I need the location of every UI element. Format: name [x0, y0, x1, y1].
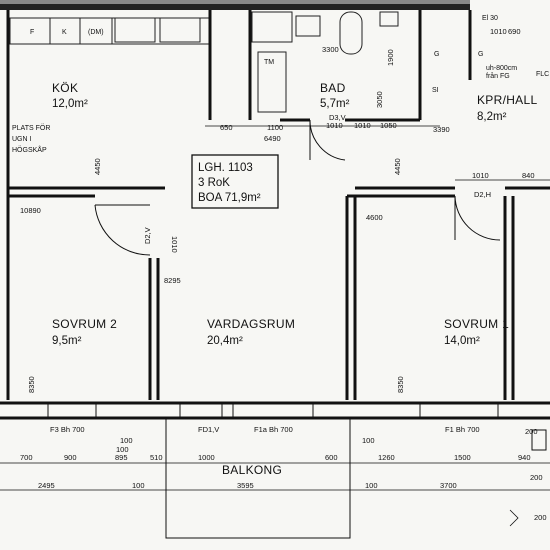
kitchen-cabinets: [9, 17, 211, 45]
sovrum1-name: SOVRUM 1: [444, 317, 509, 331]
dim-8295: 8295: [164, 276, 181, 285]
door-d2v: D2,V: [143, 227, 152, 244]
bad-area: 5,7m²: [320, 98, 350, 110]
dim-3050: 3050: [375, 91, 384, 108]
door-d2h: D2,H: [474, 190, 491, 199]
kok-area: 12,0m²: [52, 98, 88, 110]
bathroom-fixtures: [251, 11, 399, 113]
vardagsrum-area: 20,4m²: [207, 335, 243, 347]
dim-b-100-a: 100: [132, 481, 145, 490]
dim-650: 650: [220, 123, 233, 132]
door-d3v: D3,V: [329, 113, 346, 122]
window-fd1v: FD1,V: [198, 425, 219, 434]
dim-b-3700: 3700: [440, 481, 457, 490]
dim-b-1000: 1000: [198, 453, 215, 462]
g-label-2: G: [478, 51, 483, 58]
dim-840: 840: [522, 171, 535, 180]
height-8350-b: 8350: [396, 376, 405, 393]
kitchen-note-1: PLATS FÖR: [12, 124, 50, 132]
exterior-wall-top: [0, 0, 470, 10]
kpr-hall-name: KPR/HALL: [477, 93, 537, 107]
dim-4450-a: 4450: [93, 158, 102, 175]
dim-small-200-a: 200: [525, 427, 538, 436]
dim-b-1260: 1260: [378, 453, 395, 462]
dim-6490: 6490: [264, 134, 281, 143]
dim-small-100-c: 100: [362, 436, 375, 445]
dim-b-900: 900: [64, 453, 77, 462]
dim-b-100-b: 100: [365, 481, 378, 490]
sovrum1-area: 14,0m²: [444, 335, 480, 347]
fran-label: från FG: [486, 72, 510, 80]
dim-b-600: 600: [325, 453, 338, 462]
dim-3390: 3390: [433, 125, 450, 134]
door-swings: [94, 119, 501, 256]
flc-label: FLC: [536, 71, 549, 78]
dim-b-700: 700: [20, 453, 33, 462]
dim-690: 690: [508, 27, 521, 36]
dim-small-200-b: 200: [530, 473, 543, 482]
dim-1010-e: 1010: [170, 236, 179, 253]
living-area: BOA 71,9m²: [198, 192, 261, 204]
fridge-label: F: [30, 29, 34, 36]
sovrum2-area: 9,5m²: [52, 335, 82, 347]
el-label: El 30: [482, 15, 498, 22]
dim-10890: 10890: [20, 206, 41, 215]
dim-4600: 4600: [366, 213, 383, 222]
dim-small-200-c: 200: [534, 513, 547, 522]
dim-1010-d: 1010: [490, 27, 507, 36]
dim-1100: 1100: [267, 123, 283, 132]
interior-walls: [0, 10, 550, 420]
dryer-label: TM: [264, 59, 274, 66]
dim-small-100-b: 100: [116, 445, 129, 454]
g-label-1: G: [434, 51, 439, 58]
balcony-outline: [165, 417, 351, 539]
dim-b-940: 940: [518, 453, 531, 462]
dim-3300: 3300: [322, 45, 339, 54]
window-f1: F1 Bh 700: [445, 425, 480, 434]
kok-name: KÖK: [52, 81, 78, 95]
dimension-lines-bottom: [0, 462, 550, 491]
dim-b-895: 895: [115, 453, 128, 462]
kitchen-note-2: UGN I: [12, 136, 32, 143]
dim-b-510: 510: [150, 453, 163, 462]
windows: [47, 403, 499, 418]
kpr-hall-area: 8,2m²: [477, 111, 507, 123]
dim-small-100-a: 100: [120, 436, 133, 445]
room-count: 3 RoK: [198, 177, 230, 189]
window-f3: F3 Bh 700: [50, 425, 85, 434]
column: [531, 429, 547, 451]
bad-name: BAD: [320, 81, 346, 95]
dim-1010-c: 1010: [472, 171, 489, 180]
kitchen-note-3: HÖGSKÅP: [12, 145, 47, 154]
dim-1010-a: 1010: [326, 121, 343, 130]
vardagsrum-name: VARDAGSRUM: [207, 317, 295, 331]
apartment-number: LGH. 1103: [198, 162, 253, 174]
uh-label: uh-800cm: [486, 65, 517, 72]
info-box: [191, 154, 279, 209]
dishwasher-label: (DM): [88, 29, 104, 36]
si-label: SI: [432, 87, 439, 94]
balkong-name: BALKONG: [222, 463, 282, 477]
window-f1a: F1a Bh 700: [254, 425, 293, 434]
section-mark: [509, 509, 519, 527]
dim-4450-b: 4450: [393, 158, 402, 175]
dim-1050: 1050: [380, 121, 397, 130]
height-8350-a: 8350: [27, 376, 36, 393]
sovrum2-name: SOVRUM 2: [52, 317, 117, 331]
dim-b-3595: 3595: [237, 481, 254, 490]
freezer-label: K: [62, 29, 67, 36]
dim-b-1500: 1500: [454, 453, 471, 462]
dim-1010-b: 1010: [354, 121, 371, 130]
dim-1900: 1900: [386, 49, 395, 66]
dim-b-2495: 2495: [38, 481, 55, 490]
